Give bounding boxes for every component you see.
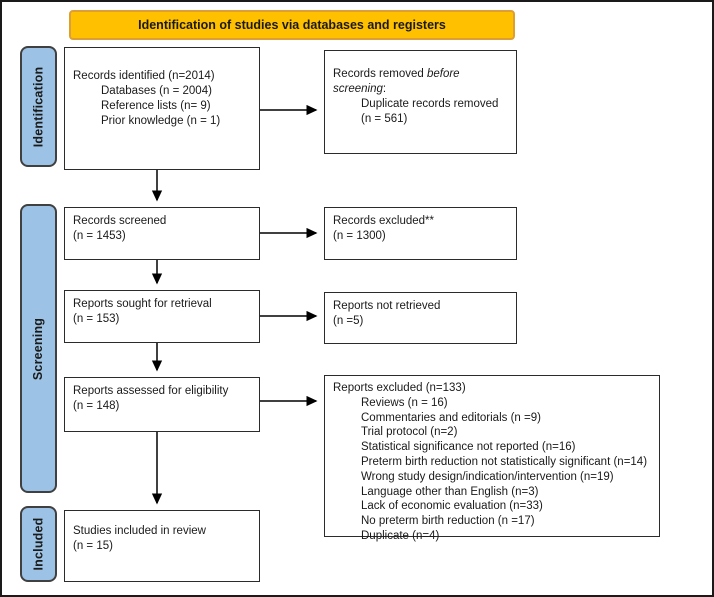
studies-included-line2: (n = 15) <box>73 540 113 552</box>
reports-not-retrieved-line1: Reports not retrieved <box>333 300 441 312</box>
reports-excluded-item: Reviews (n = 16) <box>361 396 448 409</box>
reports-excluded-item: Statistical significance not reported (n… <box>361 441 576 454</box>
records-screened-line2: (n = 1453) <box>73 230 126 242</box>
reports-excluded-item: Commentaries and editorials (n =9) <box>361 411 541 424</box>
reports-excluded-title: Reports excluded (n=133) <box>333 382 466 394</box>
stage-included-text: Included <box>31 517 46 571</box>
studies-included-line1: Studies included in review <box>73 525 206 537</box>
reports-excluded-item: Wrong study design/indication/interventi… <box>361 470 614 483</box>
reports-excluded-item: Preterm birth reduction not statisticall… <box>361 455 648 468</box>
reports-excluded-item: Trial protocol (n=2) <box>361 426 458 439</box>
stage-label-included: Included <box>20 506 57 582</box>
reports-excluded-item: Lack of economic evaluation (n=33) <box>361 500 543 513</box>
box-reports-excluded: Reports excluded (n=133) Reviews (n = 16… <box>324 375 660 542</box>
box-records-identified: Records identified (n=2014) Databases (n… <box>64 47 260 170</box>
box-reports-not-retrieved: Reports not retrieved (n =5) <box>324 292 517 344</box>
box-records-removed: Records removed before screening: Duplic… <box>324 50 517 154</box>
flow-title-text: Identification of studies via databases … <box>138 18 446 32</box>
reports-excluded-item: Duplicate (n=4) <box>361 529 440 542</box>
box-reports-sought: Reports sought for retrieval (n = 153) <box>64 290 260 343</box>
records-identified-item: Prior knowledge (n = 1) <box>101 115 221 127</box>
flow-title-banner: Identification of studies via databases … <box>69 10 515 40</box>
records-identified-item: Reference lists (n= 9) <box>101 100 211 112</box>
reports-not-retrieved-line2: (n =5) <box>333 315 364 327</box>
box-records-excluded: Records excluded** (n = 1300) <box>324 207 517 260</box>
stage-screening-text: Screening <box>31 317 46 380</box>
records-removed-title: Records removed before screening: <box>333 68 460 95</box>
records-identified-title: Records identified (n=2014) <box>73 70 215 82</box>
reports-assessed-line1: Reports assessed for eligibility <box>73 385 229 397</box>
reports-assessed-line2: (n = 148) <box>73 400 120 412</box>
reports-excluded-item: Language other than English (n=3) <box>361 485 539 498</box>
stage-label-identification: Identification <box>20 46 57 167</box>
records-screened-line1: Records screened <box>73 215 167 227</box>
stage-label-screening: Screening <box>20 204 57 493</box>
records-excluded-line1: Records excluded** <box>333 215 435 227</box>
records-removed-item: Duplicate records removed (n = 561) <box>361 98 499 125</box>
records-identified-item: Databases (n = 2004) <box>101 85 212 97</box>
reports-sought-line2: (n = 153) <box>73 313 120 325</box>
box-studies-included: Studies included in review (n = 15) <box>64 510 260 582</box>
box-reports-assessed: Reports assessed for eligibility (n = 14… <box>64 377 260 432</box>
reports-excluded-item: No preterm birth reduction (n =17) <box>361 515 535 528</box>
reports-sought-line1: Reports sought for retrieval <box>73 298 212 310</box>
stage-identification-text: Identification <box>31 66 46 147</box>
records-excluded-line2: (n = 1300) <box>333 230 386 242</box>
box-records-screened: Records screened (n = 1453) <box>64 207 260 260</box>
